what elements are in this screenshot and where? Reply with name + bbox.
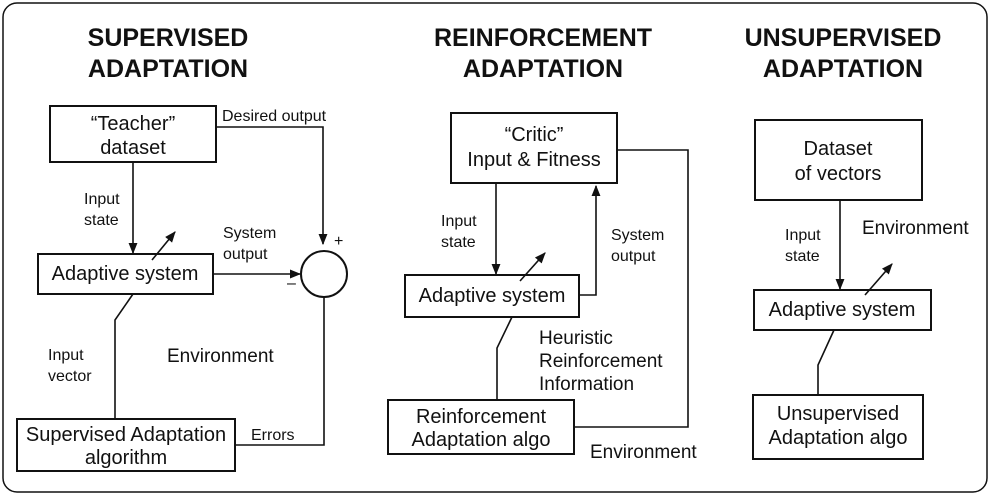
plus-sign: + (334, 233, 343, 250)
system-output-label-line2: output (223, 246, 268, 263)
supervised-adaptive-system-label: Adaptive system (52, 263, 199, 285)
supervised-environment-label: Environment (167, 346, 274, 367)
unsupervised-input-state-line2: state (785, 248, 820, 265)
heuristic-label-line2: Reinforcement (539, 351, 663, 372)
supervised-title-line1: SUPERVISED (88, 24, 249, 52)
reinforcement-adaptive-system-label: Adaptive system (419, 285, 566, 307)
desired-output-arrow (216, 126, 328, 246)
errors-line (235, 297, 325, 446)
critic-box (450, 112, 618, 184)
critic-label-line2: Input & Fitness (467, 149, 600, 171)
input-vector-label-line2: vector (48, 368, 92, 385)
reinforcement-title-line2: ADAPTATION (463, 55, 623, 83)
reinforcement-environment-label: Environment (590, 442, 697, 463)
minus-sign: – (287, 275, 296, 292)
reinforcement-algorithm-line2: Adaptation algo (411, 429, 550, 451)
reinforcement-algorithm-line1: Reinforcement (416, 406, 547, 428)
unsupervised-section: UNSUPERVISED ADAPTATION Dataset of vecto… (745, 24, 969, 460)
input-vector-label-line1: Input (48, 347, 84, 364)
unsupervised-title-line1: UNSUPERVISED (745, 24, 942, 52)
system-output-label-line1: System (223, 225, 276, 242)
dataset-label-line2: of vectors (795, 163, 882, 185)
teacher-dataset-label-line1: “Teacher” (91, 113, 175, 135)
heuristic-label-line1: Heuristic (539, 328, 613, 349)
critic-feedback-line (574, 149, 689, 428)
dataset-box (754, 119, 923, 201)
teacher-dataset-label-line2: dataset (100, 137, 166, 159)
reinforcement-system-output-line1: System (611, 227, 664, 244)
unsupervised-adaptive-system-label: Adaptive system (769, 299, 916, 321)
unsupervised-environment-label: Environment (862, 218, 969, 239)
unsupervised-link-line (817, 329, 835, 395)
supervised-adaptive-modifier-arrow (151, 231, 176, 261)
reinforcement-adaptive-system-box (404, 274, 580, 318)
unsupervised-algorithm-box (752, 394, 924, 460)
reinforcement-system-output-line2: output (611, 248, 656, 265)
input-state-label-line1: Input (84, 191, 120, 208)
dataset-label-line1: Dataset (804, 138, 873, 160)
unsupervised-adaptive-system-box (753, 289, 932, 331)
supervised-section: SUPERVISED ADAPTATION “Teacher” dataset … (16, 24, 348, 472)
critic-label-line1: “Critic” (505, 124, 564, 146)
heuristic-label-line3: Information (539, 374, 634, 395)
supervised-title-line2: ADAPTATION (88, 55, 248, 83)
reinforcement-section: REINFORCEMENT ADAPTATION “Critic” Input … (387, 24, 697, 463)
errors-label: Errors (251, 427, 295, 444)
supervised-algorithm-label-line1: Supervised Adaptation (26, 424, 226, 446)
unsupervised-title-line2: ADAPTATION (763, 55, 923, 83)
desired-output-label: Desired output (222, 108, 327, 125)
reinforcement-input-state-line2: state (441, 234, 476, 251)
unsupervised-adaptive-modifier-arrow (864, 263, 893, 296)
supervised-algorithm-label-line2: algorithm (85, 447, 167, 469)
unsupervised-algorithm-line1: Unsupervised (777, 403, 899, 425)
reinforcement-system-output-arrow (579, 184, 601, 296)
heuristic-line (496, 316, 513, 400)
input-vector-line (114, 293, 134, 419)
reinforcement-input-state-line1: Input (441, 213, 477, 230)
input-state-label-line2: state (84, 212, 119, 229)
summing-junction (300, 250, 348, 298)
unsupervised-algorithm-line2: Adaptation algo (768, 427, 907, 449)
reinforcement-adaptive-modifier-arrow (519, 252, 546, 282)
unsupervised-input-state-line1: Input (785, 227, 821, 244)
reinforcement-title-line1: REINFORCEMENT (434, 24, 652, 52)
